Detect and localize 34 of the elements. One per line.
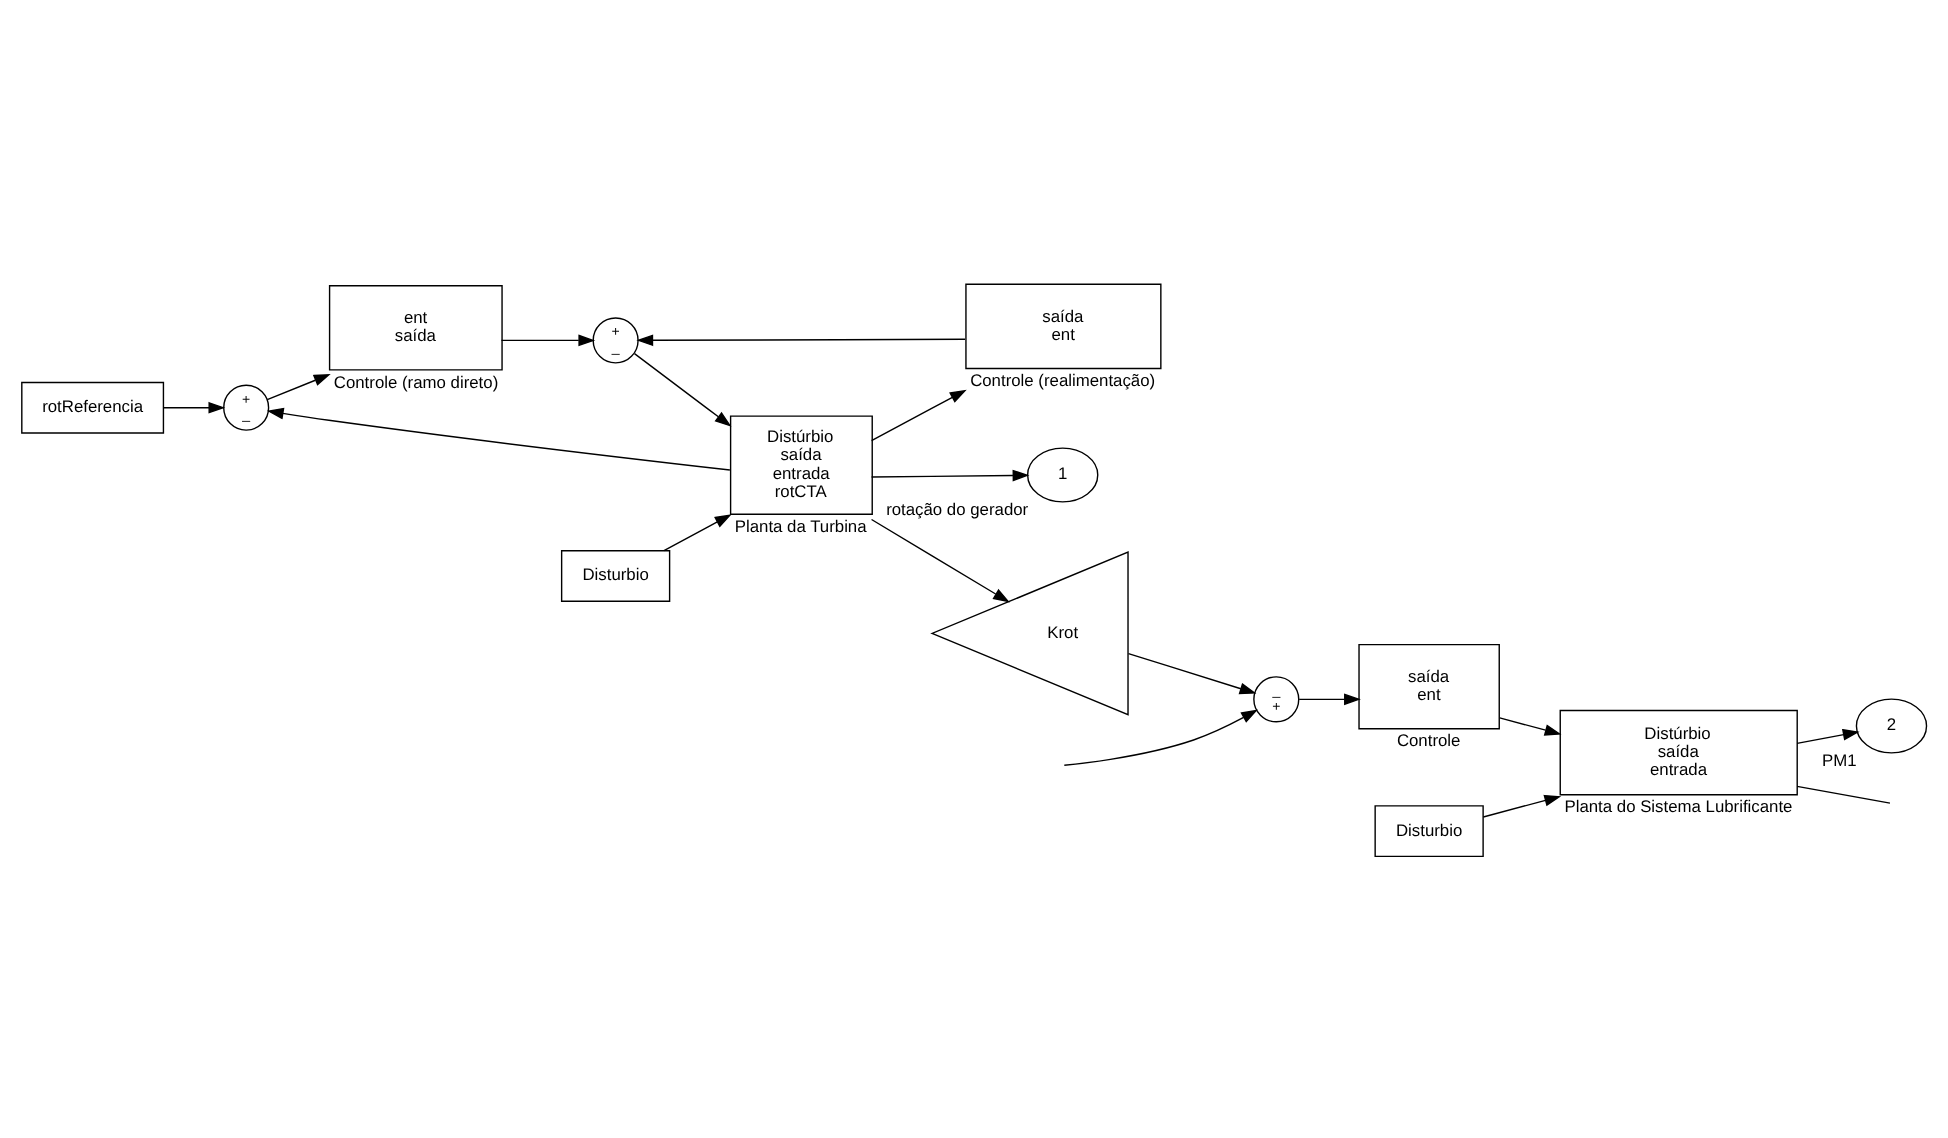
arrow [1298,692,1361,705]
arrow [633,351,732,426]
arrow [1127,651,1257,694]
node-box: ent saída [328,284,503,370]
node-box: rotReferencia [21,380,165,433]
node-label: Controle (ramo direto) [333,370,499,391]
node-box: Disturbio [560,549,671,601]
node-box: Distúrbio saída entrada rotCTA [729,414,873,514]
arrow [870,388,967,441]
arrow [1499,716,1562,735]
connector [1796,784,1891,803]
arrow [266,406,731,470]
node-ellipse: 2 [1855,697,1928,753]
node-label: Controle [1396,729,1461,750]
arrow [663,513,732,551]
arrow [870,468,1030,481]
node-box: saída ent [1358,642,1500,729]
node-label: Controle (realimentação) [970,369,1156,390]
node-label: rotação do gerador [886,498,1029,519]
node-box: saída ent [965,282,1162,369]
arrow [500,333,596,346]
arrow [636,333,966,346]
node-label: Planta da Turbina [734,514,867,535]
arrow [1482,793,1562,817]
arrow [266,373,331,400]
arrow [870,517,1010,602]
arrow [1796,727,1860,744]
node-label: PM1 [1821,749,1857,770]
node-ellipse: 1 [1026,446,1099,502]
node-label: Planta do Sistema Lubrificante [1564,795,1793,816]
node-box: Distúrbio saída entrada [1559,708,1798,795]
arrow [162,400,226,413]
arrow [1063,708,1258,765]
node-box: Disturbio [1374,804,1484,857]
